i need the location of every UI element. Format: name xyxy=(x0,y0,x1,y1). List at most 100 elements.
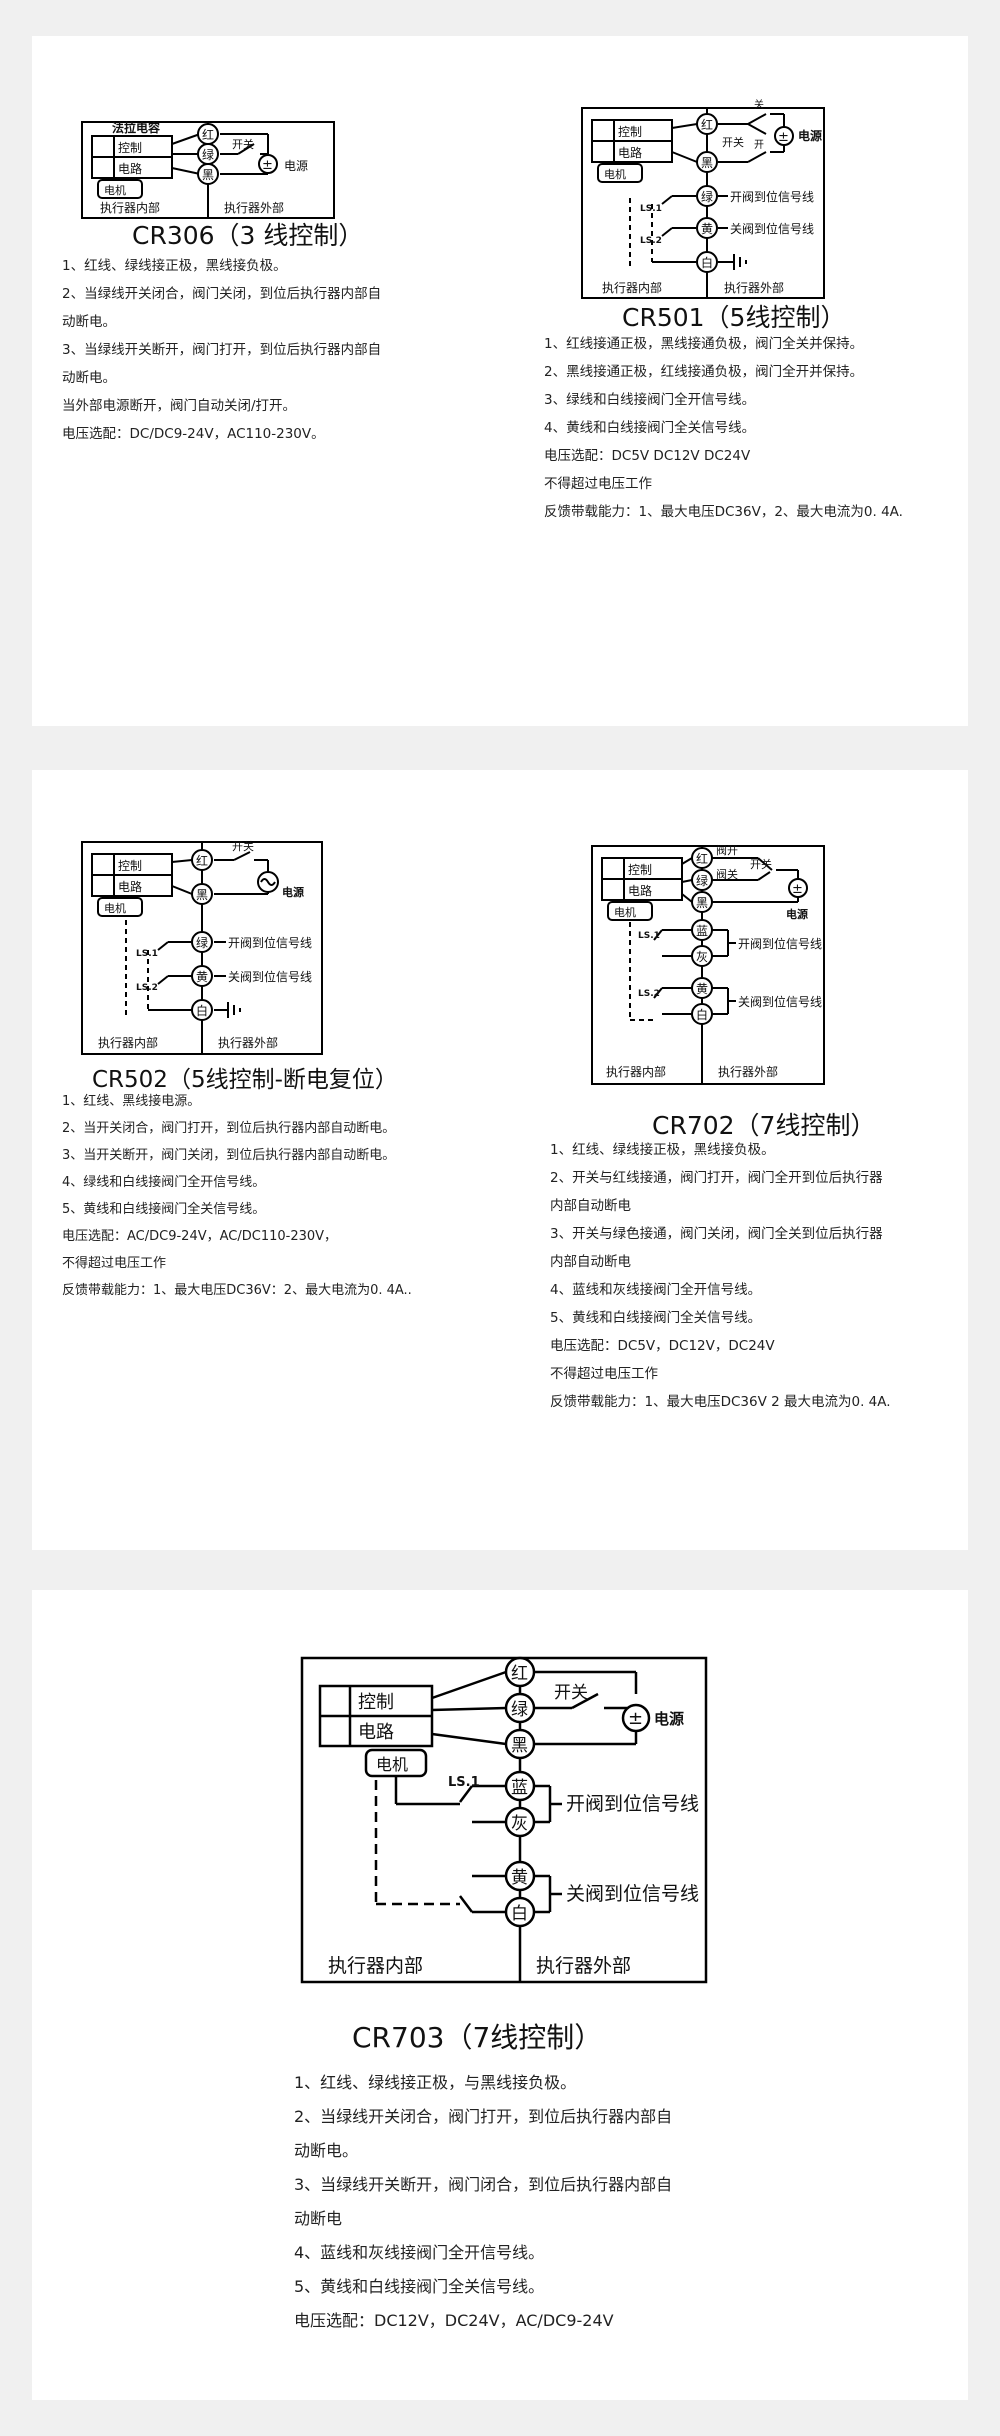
outside-label: 执行器外部 xyxy=(536,1955,631,1977)
description-line: 反馈带载能力：1、最大电压DC36V 2 最大电流为0. 4A. xyxy=(550,1394,891,1410)
cr502-title: CR502（5线控制-断电复位） xyxy=(92,1067,398,1093)
wire-white: 白 xyxy=(701,255,713,270)
description-line: 1、红线、绿线接正极，黑线接负极。 xyxy=(62,258,287,274)
description-line: 2、开关与红线接通，阀门打开，阀门全开到位后执行器 xyxy=(550,1170,883,1186)
cr502-description: 1、红线、黑线接电源。 2、当开关闭合，阀门打开，到位后执行器内部自动断电。 3… xyxy=(62,1088,412,1304)
power-source-icon: ± xyxy=(792,882,803,897)
close-signal-label: 关阀到位信号线 xyxy=(730,221,814,236)
description-line: 电压选配：DC5V，DC12V，DC24V xyxy=(550,1338,775,1354)
description-line: 不得超过电压工作 xyxy=(62,1256,167,1271)
wire-black: 黑 xyxy=(701,156,713,170)
inside-label: 执行器内部 xyxy=(606,1064,666,1079)
description-line: 反馈带载能力：1、最大电压DC36V，2、最大电流为0. 4A. xyxy=(544,504,903,520)
description-line: 电压选配：DC/DC9-24V，AC110-230V。 xyxy=(62,426,325,442)
cr702-description: 1、红线、绿线接正极，黑线接负极。 2、开关与红线接通，阀门打开，阀门全开到位后… xyxy=(550,1136,891,1416)
wire-red: 红 xyxy=(202,127,214,142)
description-line: 反馈带载能力：1、最大电压DC36V：2、最大电流为0. 4A.. xyxy=(62,1283,412,1298)
wire-yellow: 黄 xyxy=(196,970,208,984)
description-line: 1、红线、黑线接电源。 xyxy=(62,1094,201,1109)
description-line: 5、黄线和白线接阀门全关信号线。 xyxy=(62,1202,266,1217)
ls2-label: LS.2 xyxy=(136,983,158,993)
outside-label: 执行器外部 xyxy=(718,1064,778,1079)
wire-gray: 灰 xyxy=(511,1814,528,1834)
cr703-wiring-diagram: 控制 电路 电机 红 绿 黑 蓝 灰 黄 白 开关 ± 电源 LS.1 开阀到位… xyxy=(300,1656,708,1984)
description-line: 5、黄线和白线接阀门全关信号线。 xyxy=(294,2277,545,2296)
motor-label: 电机 xyxy=(604,167,626,181)
wire-red: 红 xyxy=(696,851,708,866)
description-line: 3、当绿线开关断开，阀门打开，到位后执行器内部自 xyxy=(62,342,382,358)
wire-green: 绿 xyxy=(696,873,708,888)
ls2-label: LS.2 xyxy=(638,989,660,999)
panel-cr502-cr702: 控制 电路 电机 红 黑 绿 黄 白 开关 电源 LS.1 LS.2 开阀到位信… xyxy=(32,770,968,1550)
wire-yellow: 黄 xyxy=(511,1868,528,1888)
power-source-icon: ± xyxy=(628,1708,643,1729)
wire-blue: 蓝 xyxy=(696,924,708,938)
switch-label: 开关 xyxy=(722,135,744,149)
power-label: 电源 xyxy=(798,128,822,143)
description-line: 当外部电源断开，阀门自动关闭/打开。 xyxy=(62,398,297,414)
wire-white: 白 xyxy=(511,1904,528,1924)
wire-green: 绿 xyxy=(701,189,713,204)
circuit-label: 电路 xyxy=(618,145,642,160)
description-line: 动断电。 xyxy=(62,370,116,386)
description-line: 2、当开关闭合，阀门打开，到位后执行器内部自动断电。 xyxy=(62,1121,396,1136)
power-source-icon: ± xyxy=(778,130,789,145)
close-signal-label: 关阀到位信号线 xyxy=(738,994,822,1009)
description-line: 3、开关与绿色接通，阀门关闭，阀门全关到位后执行器 xyxy=(550,1226,883,1242)
switch-label: 开关 xyxy=(232,839,254,853)
description-line: 不得超过电压工作 xyxy=(544,476,652,492)
cr501-wiring-diagram: 控制 电路 电机 红 黑 绿 黄 白 关 开关 开 ± 电源 LS.1 LS.2… xyxy=(581,98,825,299)
wire-yellow: 黄 xyxy=(696,982,708,996)
cr306-description: 1、红线、绿线接正极，黑线接负极。 2、当绿线开关闭合，阀门关闭，到位后执行器内… xyxy=(62,252,381,448)
wire-white: 白 xyxy=(696,1007,708,1022)
description-line: 2、黑线接通正极，红线接通负极，阀门全开并保持。 xyxy=(544,364,864,380)
cr306-title: CR306（3 线控制） xyxy=(132,221,364,250)
motor-label: 电机 xyxy=(104,183,126,197)
panel-cr703: 控制 电路 电机 红 绿 黑 蓝 灰 黄 白 开关 ± 电源 LS.1 开阀到位… xyxy=(32,1590,968,2400)
open-signal-label: 开阀到位信号线 xyxy=(228,935,312,950)
circuit-label: 电路 xyxy=(118,879,142,894)
power-source-icon: ± xyxy=(262,158,273,173)
ls1-label: LS.1 xyxy=(638,931,660,941)
description-line: 4、绿线和白线接阀门全开信号线。 xyxy=(62,1175,266,1190)
wire-black: 黑 xyxy=(196,888,208,902)
wire-gray: 灰 xyxy=(696,950,708,964)
switch-label: 开关 xyxy=(750,857,772,871)
motor-label: 电机 xyxy=(104,901,126,915)
close-signal-label: 关阀到位信号线 xyxy=(566,1883,699,1905)
description-line: 1、红线、绿线接正极，与黑线接负极。 xyxy=(294,2073,577,2092)
inside-label: 执行器内部 xyxy=(100,200,160,215)
wire-blue: 蓝 xyxy=(511,1778,528,1798)
switch-label: 开关 xyxy=(232,137,254,151)
circuit-label: 电路 xyxy=(358,1722,394,1743)
wire-black: 黑 xyxy=(202,168,214,182)
description-line: 内部自动断电 xyxy=(550,1198,631,1214)
control-label: 控制 xyxy=(118,141,142,155)
cr702-wiring-diagram: 控制 电路 电机 红 绿 黑 蓝 灰 黄 白 阀开 阀关 开关 ± 电源 LS.… xyxy=(591,843,825,1085)
description-line: 5、黄线和白线接阀门全关信号线。 xyxy=(550,1310,762,1326)
cr702-title: CR702（7线控制） xyxy=(652,1111,876,1140)
open-signal-label: 开阀到位信号线 xyxy=(566,1793,699,1815)
wire-red: 红 xyxy=(701,117,713,132)
valve-close-label: 阀关 xyxy=(716,867,738,881)
description-line: 1、红线接通正极，黑线接通负极，阀门全关并保持。 xyxy=(544,336,864,352)
control-label: 控制 xyxy=(618,125,642,139)
wire-red: 红 xyxy=(196,853,208,868)
wire-black: 黑 xyxy=(696,896,708,910)
panel-cr306-cr501: 法拉电容 控制 电路 电机 红 绿 黑 开关 ± 电源 执行器内部 执行器外部 … xyxy=(32,36,968,726)
control-label: 控制 xyxy=(358,1692,394,1713)
open-signal-label: 开阀到位信号线 xyxy=(730,189,814,204)
motor-label: 电机 xyxy=(614,905,636,919)
inside-label: 执行器内部 xyxy=(98,1035,158,1050)
description-line: 1、红线、绿线接正极，黑线接负极。 xyxy=(550,1142,775,1158)
power-label: 电源 xyxy=(786,907,808,921)
cr501-title: CR501（5线控制） xyxy=(622,303,846,332)
valve-open-label: 阀开 xyxy=(716,843,738,857)
power-label: 电源 xyxy=(282,885,304,899)
description-line: 4、蓝线和灰线接阀门全开信号线。 xyxy=(550,1282,762,1298)
power-label: 电源 xyxy=(654,1710,684,1728)
cr703-description: 1、红线、绿线接正极，与黑线接负极。 2、当绿线开关闭合，阀门打开，到位后执行器… xyxy=(294,2066,672,2338)
wire-yellow: 黄 xyxy=(701,222,713,236)
description-line: 3、绿线和白线接阀门全开信号线。 xyxy=(544,392,756,408)
description-line: 2、当绿线开关闭合，阀门打开，到位后执行器内部自 xyxy=(294,2107,673,2126)
